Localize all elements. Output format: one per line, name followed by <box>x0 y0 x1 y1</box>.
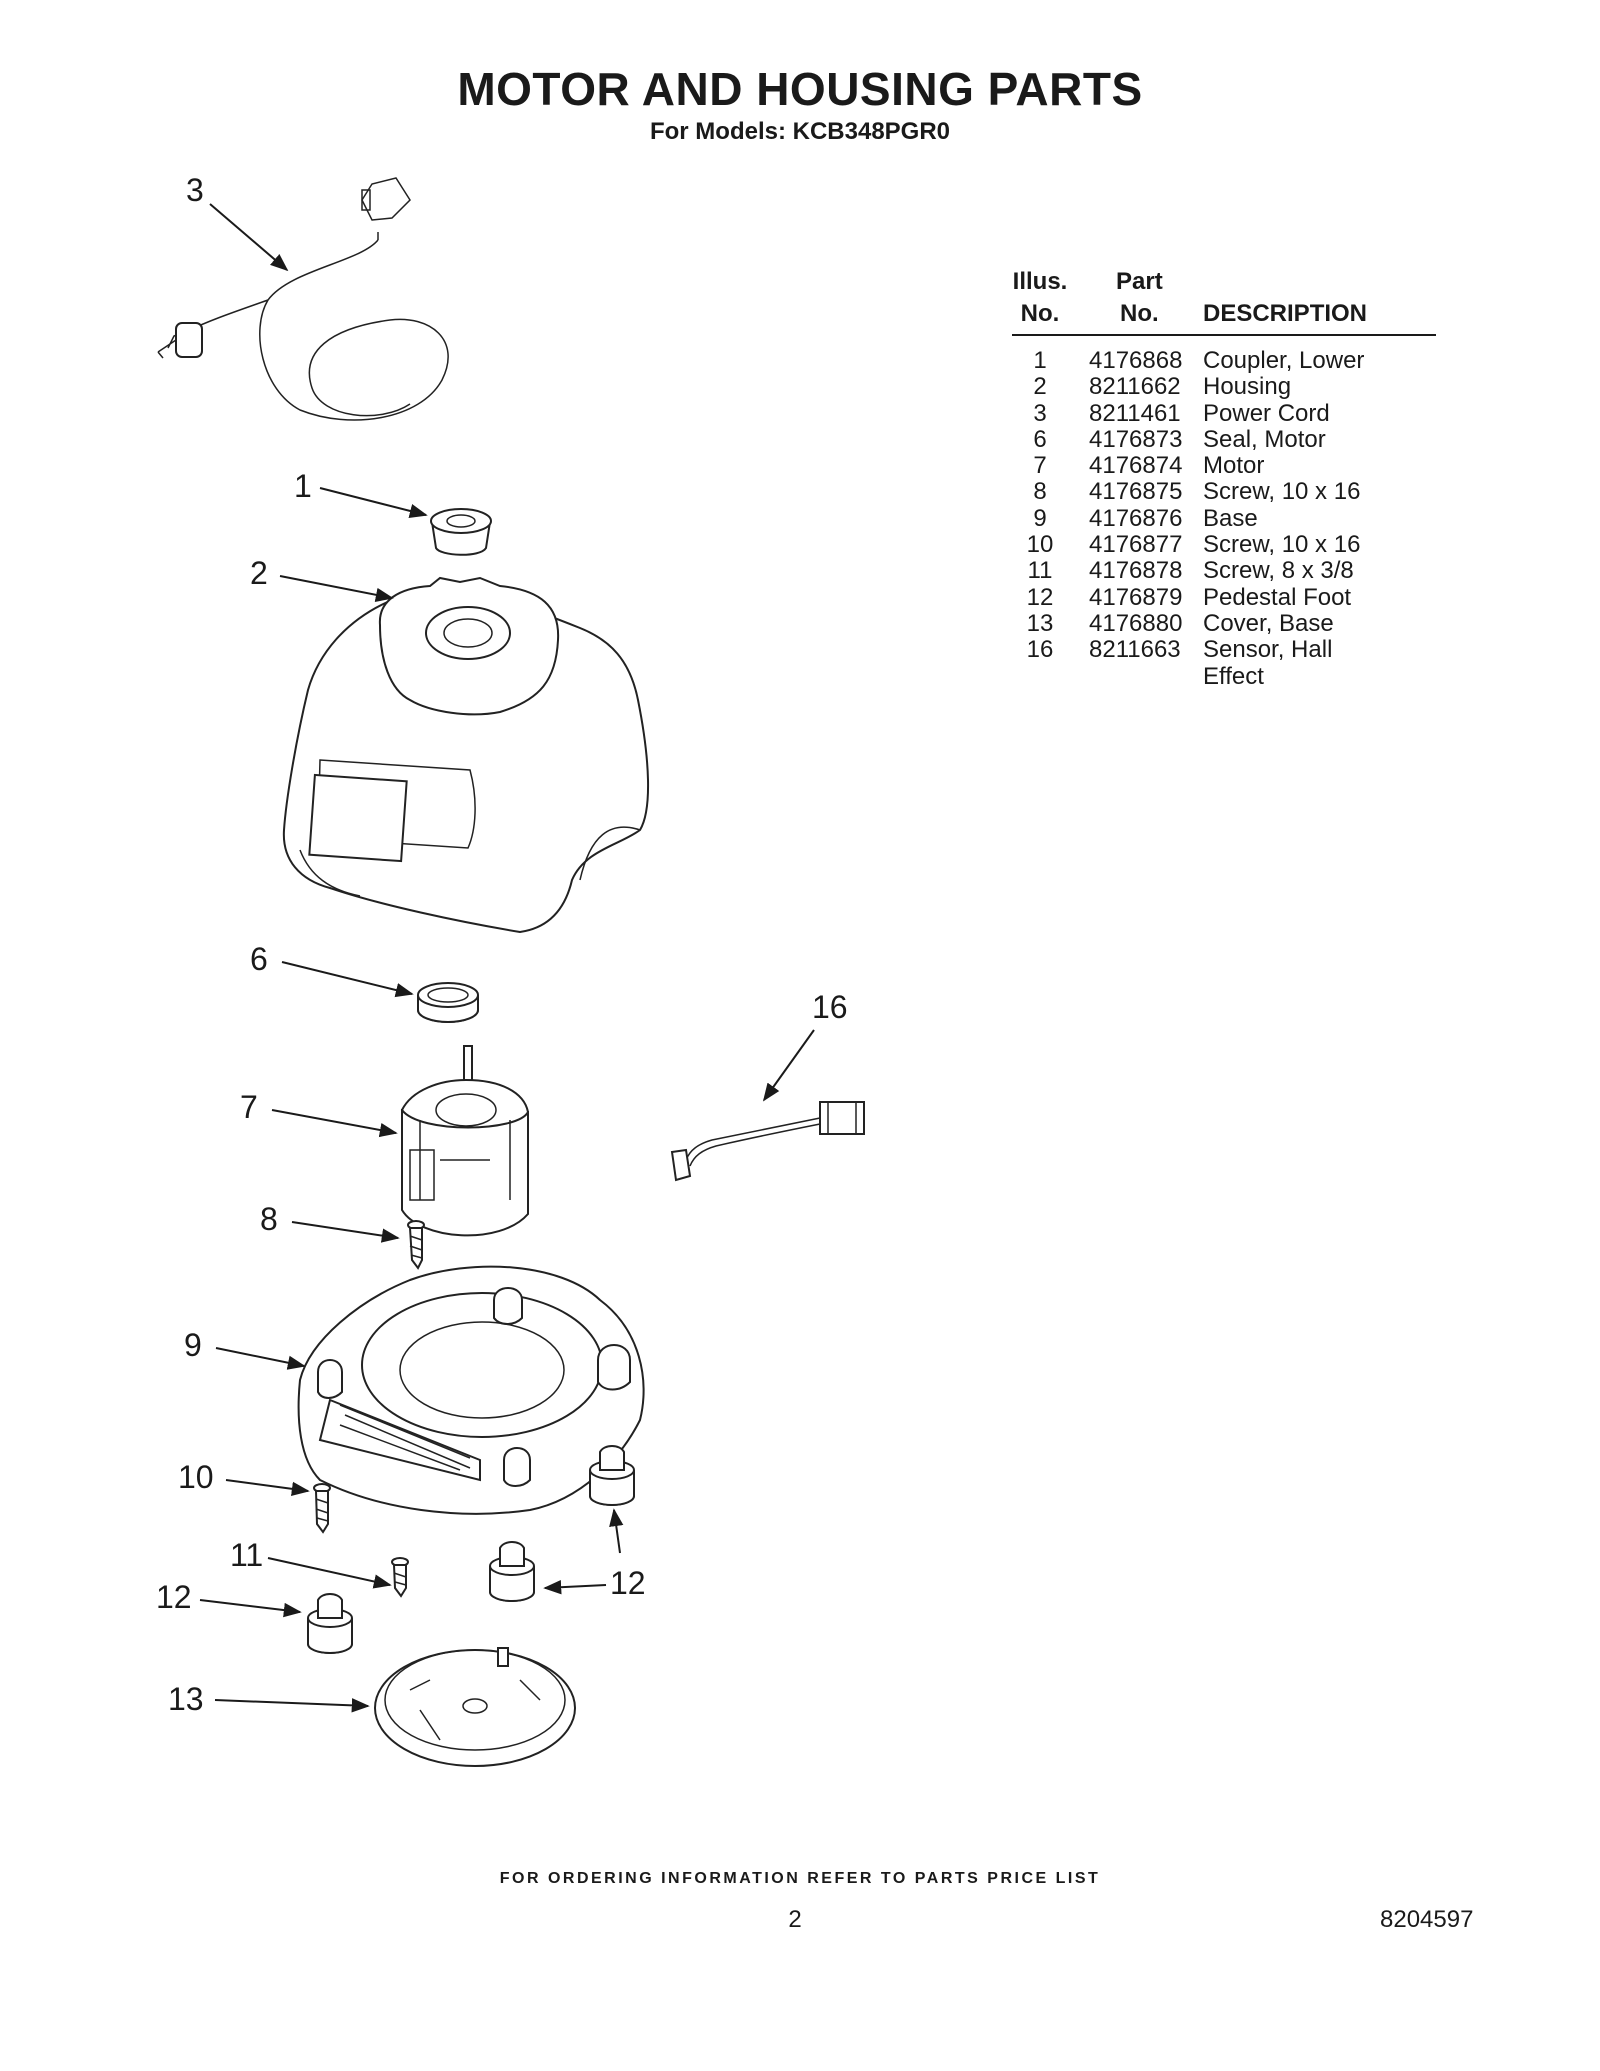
part-no: 4176878 <box>1089 557 1183 585</box>
callout-2: 2 <box>250 555 268 591</box>
part-description: Cover, Base <box>1203 609 1334 637</box>
table-row-continuation: Effect <box>1012 662 1436 690</box>
hall-sensor-illustration <box>670 1101 865 1182</box>
part-no: 8211662 <box>1089 373 1181 401</box>
parts-table-header: Illus. No. Part No. DESCRIPTION <box>1012 268 1436 336</box>
page-title: MOTOR AND HOUSING PARTS <box>457 63 1143 115</box>
coupler-illustration <box>430 508 492 556</box>
part-description: Seal, Motor <box>1203 425 1326 453</box>
part-description: Housing <box>1203 373 1292 401</box>
part-no: 8211461 <box>1089 399 1181 427</box>
part-description: Pedestal Foot <box>1203 583 1352 611</box>
motor-seal-illustration <box>417 982 479 1023</box>
part-no: 8211663 <box>1089 636 1181 664</box>
part-description: Power Cord <box>1203 399 1330 427</box>
screw-10-illustration <box>313 1483 331 1534</box>
part-description: Screw, 8 x 3/8 <box>1203 557 1354 585</box>
table-row: 7 4176874 Motor <box>1012 453 1436 479</box>
pedestal-foot-illustration-right <box>589 1445 635 1506</box>
part-no: 4176879 <box>1089 583 1183 611</box>
callout-10: 10 <box>178 1459 214 1495</box>
base-illustration <box>297 1265 645 1515</box>
callout-13: 13 <box>168 1681 204 1717</box>
part-no: 4176875 <box>1089 478 1183 506</box>
header-description: DESCRIPTION <box>1203 300 1368 327</box>
table-row: 3 8211461 Power Cord <box>1012 399 1436 427</box>
part-description: Screw, 10 x 16 <box>1203 478 1361 506</box>
illus-no: 13 <box>1026 609 1054 637</box>
callout-16: 16 <box>812 989 848 1025</box>
table-row: 11 4176878 Screw, 8 x 3/8 <box>1012 558 1436 584</box>
part-description: Sensor, Hall <box>1203 636 1333 664</box>
illus-no: 10 <box>1026 531 1054 559</box>
power-cord-illustration <box>157 177 449 421</box>
callout-3: 3 <box>186 172 204 208</box>
pedestal-foot-illustration-left <box>307 1593 353 1654</box>
callout-9: 9 <box>184 1327 202 1363</box>
model-subtitle: For Models: KCB348PGR0 <box>649 118 951 145</box>
part-description: Coupler, Lower <box>1203 347 1365 374</box>
housing-illustration <box>282 576 649 934</box>
illus-no: 8 <box>1033 478 1047 506</box>
callout-8: 8 <box>260 1201 278 1237</box>
motor-illustration <box>400 1045 530 1237</box>
header-illus-line2: No. <box>1020 300 1060 327</box>
part-description: Motor <box>1203 452 1265 480</box>
callout-12-left: 12 <box>156 1579 192 1615</box>
part-description-continuation: Effect <box>1203 662 1264 690</box>
part-no: 4176874 <box>1089 452 1183 480</box>
illus-no: 3 <box>1033 399 1047 427</box>
base-cover-illustration <box>374 1647 576 1767</box>
illus-no: 16 <box>1026 636 1054 664</box>
parts-list-table: Illus. No. Part No. DESCRIPTION 1 4176868… <box>1012 268 1436 690</box>
page-number: 2 <box>788 1906 802 1933</box>
callout-7: 7 <box>240 1089 258 1125</box>
callout-12-right: 12 <box>610 1565 646 1601</box>
header-part-line1: Part <box>1116 268 1163 295</box>
callout-leaders <box>199 203 815 1713</box>
illus-no: 9 <box>1033 504 1047 532</box>
callout-11: 11 <box>230 1537 263 1573</box>
screw-8-illustration <box>407 1220 425 1270</box>
pedestal-foot-illustration-middle <box>489 1541 535 1602</box>
callout-6: 6 <box>250 941 268 977</box>
part-no: 4176876 <box>1089 504 1183 532</box>
callout-1: 1 <box>294 468 312 504</box>
illus-no: 7 <box>1033 452 1047 480</box>
table-row: 13 4176880 Cover, Base <box>1012 609 1436 637</box>
table-row: 1 4176868 Coupler, Lower <box>1012 348 1436 374</box>
part-no: 4176877 <box>1089 531 1183 559</box>
part-description: Screw, 10 x 16 <box>1203 531 1361 559</box>
table-row: 8 4176875 Screw, 10 x 16 <box>1012 479 1436 505</box>
table-row: 6 4176873 Seal, Motor <box>1012 425 1436 453</box>
illus-no: 12 <box>1026 583 1054 611</box>
part-no: 4176868 <box>1089 347 1183 374</box>
ordering-note: FOR ORDERING INFORMATION REFER TO PARTS … <box>499 1870 1101 1887</box>
illus-no: 2 <box>1033 373 1047 401</box>
table-row: 12 4176879 Pedestal Foot <box>1012 583 1436 611</box>
part-no: 4176880 <box>1089 609 1183 637</box>
screw-11-illustration <box>391 1557 409 1598</box>
illus-no: 1 <box>1033 347 1047 374</box>
header-part-line2: No. <box>1120 300 1159 327</box>
illus-no: 6 <box>1033 425 1047 453</box>
part-no: 4176873 <box>1089 425 1183 453</box>
illus-no: 11 <box>1027 557 1053 585</box>
document-number: 8204597 <box>1380 1906 1474 1933</box>
table-row: 10 4176877 Screw, 10 x 16 <box>1012 532 1436 558</box>
table-row: 16 8211663 Sensor, Hall <box>1012 637 1436 663</box>
header-illus-line1: Illus. <box>1012 268 1068 295</box>
parts-table-body: 1 4176868 Coupler, Lower 2 8211662 Housing 3… <box>1012 348 1436 690</box>
table-row: 9 4176876 Base <box>1012 504 1436 532</box>
part-description: Base <box>1203 504 1258 532</box>
table-row: 2 8211662 Housing <box>1012 374 1436 400</box>
